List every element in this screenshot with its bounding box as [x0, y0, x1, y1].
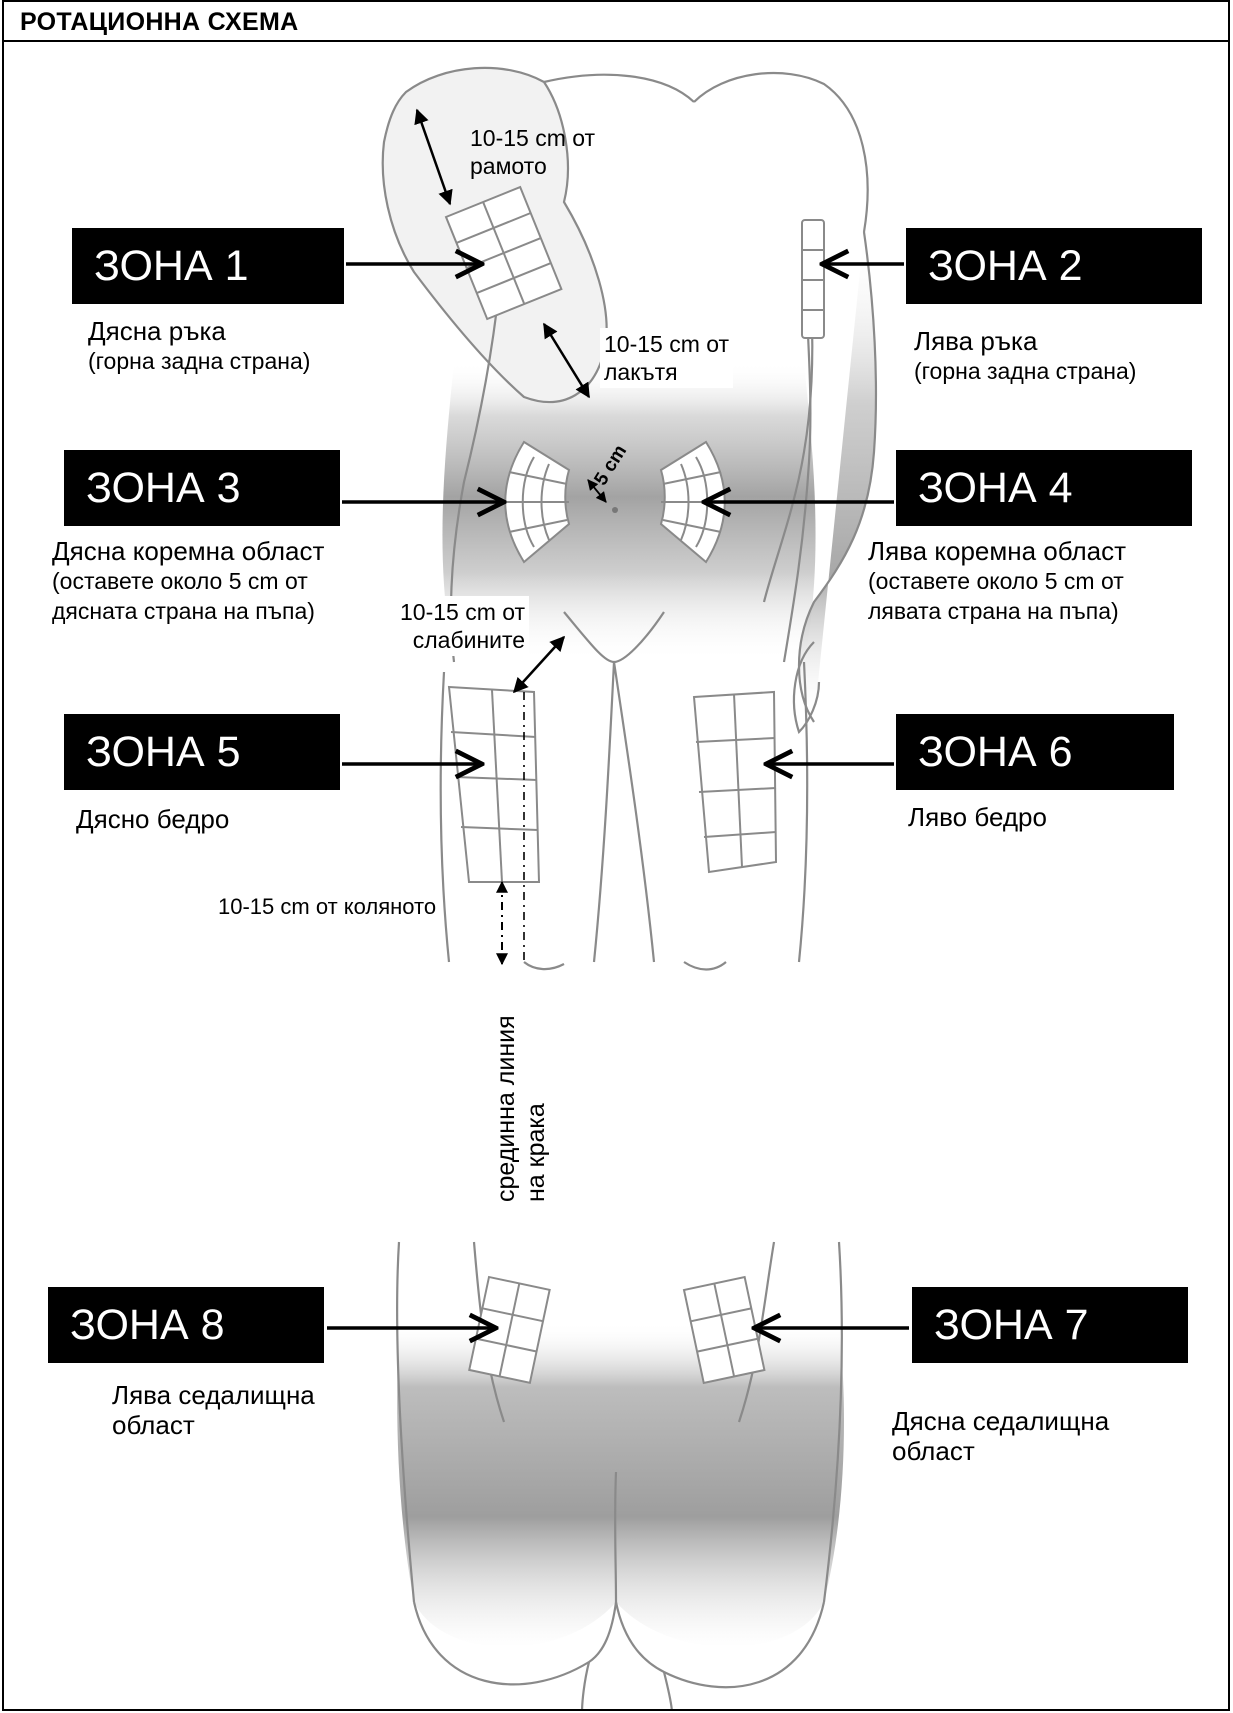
- zone-2-label: ЗОНА 2: [906, 228, 1202, 304]
- zone-1-label: ЗОНА 1: [72, 228, 344, 304]
- elbow-distance-label: 10-15 cm от лакътя: [600, 328, 733, 388]
- zone-5-label: ЗОНА 5: [64, 714, 340, 790]
- zone-4-label: ЗОНА 4: [896, 450, 1192, 526]
- zone-7-area: Дясна седалищна област: [892, 1406, 1109, 1466]
- shoulder-distance-label: 10-15 cm от рамото: [470, 124, 595, 180]
- knee-distance-label: 10-15 cm от коляното: [218, 892, 436, 922]
- grid-zone-2: [802, 220, 824, 338]
- zone-6-area: Ляво бедро: [908, 802, 1047, 832]
- lower-body: [397, 1242, 844, 1711]
- zone-3-label: ЗОНА 3: [64, 450, 340, 526]
- zone-4-area: Лява коремна област (оставете около 5 cm…: [868, 536, 1126, 626]
- title-bar: РОТАЦИОННА СХЕМА: [4, 2, 1228, 42]
- zone-6-label: ЗОНА 6: [896, 714, 1174, 790]
- zone-3-area: Дясна коремна област (оставете около 5 c…: [52, 536, 324, 626]
- midline-label: срединна линия на крака: [491, 1015, 551, 1202]
- zone-7-label: ЗОНА 7: [912, 1287, 1188, 1363]
- zone-2-area: Лява ръка (горна задна страна): [914, 326, 1136, 386]
- groin-distance-label: 10-15 cm от слабините: [396, 596, 529, 656]
- zone-1-area: Дясна ръка (горна задна страна): [88, 316, 310, 376]
- zone-8-area: Лява седалищна област: [112, 1380, 315, 1440]
- page-title: РОТАЦИОННА СХЕМА: [20, 8, 298, 37]
- grid-zone-6: [694, 692, 776, 872]
- zone-8-label: ЗОНА 8: [48, 1287, 324, 1363]
- grid-zone-5: [449, 687, 539, 882]
- zone-5-area: Дясно бедро: [76, 804, 229, 834]
